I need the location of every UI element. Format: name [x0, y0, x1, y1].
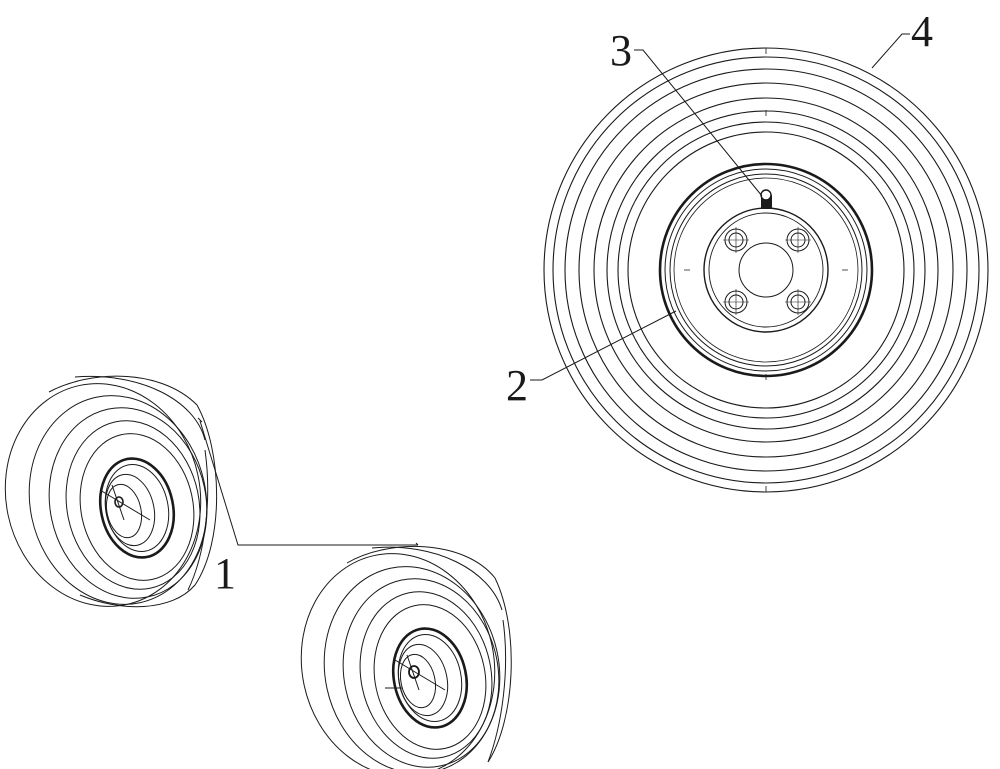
leader-line-4: [871, 33, 910, 69]
callout-3-label: 3: [610, 26, 632, 75]
leader-line-2: [530, 310, 677, 381]
center-marks: [684, 48, 848, 492]
tire-isometric-bottom: [300, 545, 512, 769]
wheel-front-view: [543, 47, 989, 493]
wheel-isometric-bottom: [300, 545, 512, 769]
callout-4-label: 4: [911, 7, 933, 56]
rim-isometric-bottom: [385, 627, 469, 729]
wheel-isometric-left: [4, 375, 218, 608]
bolt-holes: [723, 227, 811, 315]
rim-isometric-left: [98, 457, 176, 559]
valve-stem: [760, 189, 772, 209]
leader-line-1: [199, 420, 418, 546]
callout-2-label: 2: [506, 361, 528, 410]
tire-isometric-left: [4, 375, 218, 608]
callout-1-label: 1: [214, 549, 236, 598]
leader-lines: [197, 33, 910, 546]
leader-line-3: [634, 49, 763, 197]
